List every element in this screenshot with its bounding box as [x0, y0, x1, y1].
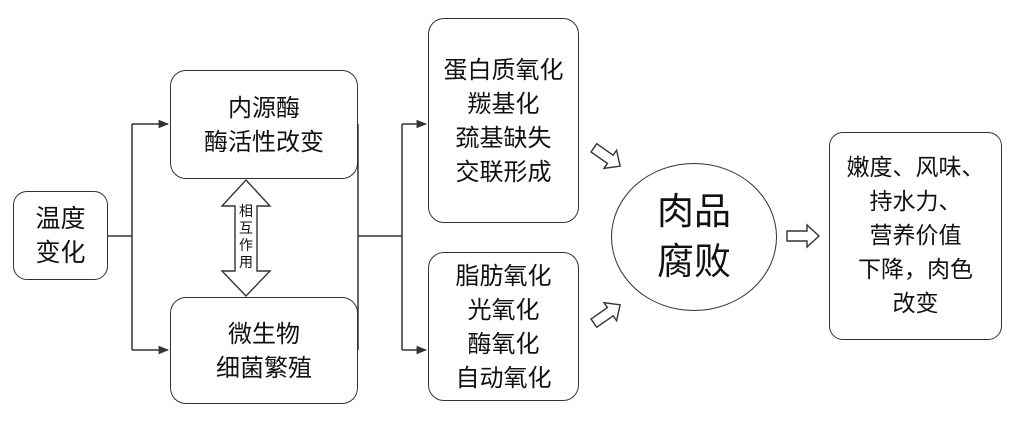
node-protein-line-2: 羰基化: [467, 89, 540, 118]
node-meat-spoilage: 肉品 腐败: [611, 163, 777, 311]
node-enzyme-line-2: 酶活性改变: [204, 127, 324, 156]
node-protein-line-4: 交联形成: [455, 157, 552, 186]
interaction-char-1: 相: [239, 204, 253, 220]
node-protein-line-1: 蛋白质氧化: [443, 55, 564, 84]
node-microbes: 微生物 细菌繁殖: [170, 297, 358, 404]
node-lipid-line-2: 光氧化: [467, 295, 540, 324]
interaction-double-arrow: [220, 178, 272, 298]
node-lipid-oxidation: 脂肪氧化 光氧化 酶氧化 自动氧化: [428, 252, 579, 401]
node-spoilage-line-2: 腐败: [657, 240, 731, 283]
node-temperature-line-2: 变化: [35, 237, 86, 267]
node-protein-line-3: 巯基缺失: [455, 123, 552, 152]
node-lipid-line-3: 酶氧化: [467, 329, 540, 358]
hollow-arrow-spoilage-to-outcome: [786, 223, 821, 249]
node-enzyme-line-1: 内源酶: [228, 93, 300, 122]
node-outcome: 嫩度、风味、 持水力、 营养价值 下降，肉色 改变: [829, 132, 1002, 340]
hollow-arrow-protein-to-spoilage: [590, 142, 621, 170]
node-outcome-line-1: 嫩度、风味、: [846, 155, 985, 181]
node-microbes-line-1: 微生物: [228, 319, 300, 348]
node-outcome-line-4: 下降，肉色: [858, 257, 973, 283]
node-outcome-line-2: 持水力、: [869, 189, 962, 215]
node-temperature-line-1: 温度: [35, 203, 86, 233]
node-endogenous-enzyme: 内源酶 酶活性改变: [170, 70, 358, 179]
node-protein-oxidation: 蛋白质氧化 羰基化 巯基缺失 交联形成: [428, 18, 579, 223]
node-temperature: 温度 变化: [13, 191, 108, 280]
interaction-char-2: 互: [239, 221, 253, 237]
interaction-char-4: 用: [239, 255, 253, 271]
hollow-arrow-lipid-to-spoilage: [590, 301, 621, 329]
node-microbes-line-2: 细菌繁殖: [216, 353, 312, 382]
interaction-char-3: 作: [239, 238, 253, 254]
interaction-label: 相 互 作 用: [237, 204, 255, 272]
node-lipid-line-4: 自动氧化: [455, 363, 552, 392]
node-outcome-line-3: 营养价值: [869, 223, 962, 249]
node-lipid-line-1: 脂肪氧化: [455, 261, 552, 290]
node-spoilage-line-1: 肉品: [657, 190, 731, 233]
node-outcome-line-5: 改变: [892, 291, 939, 317]
